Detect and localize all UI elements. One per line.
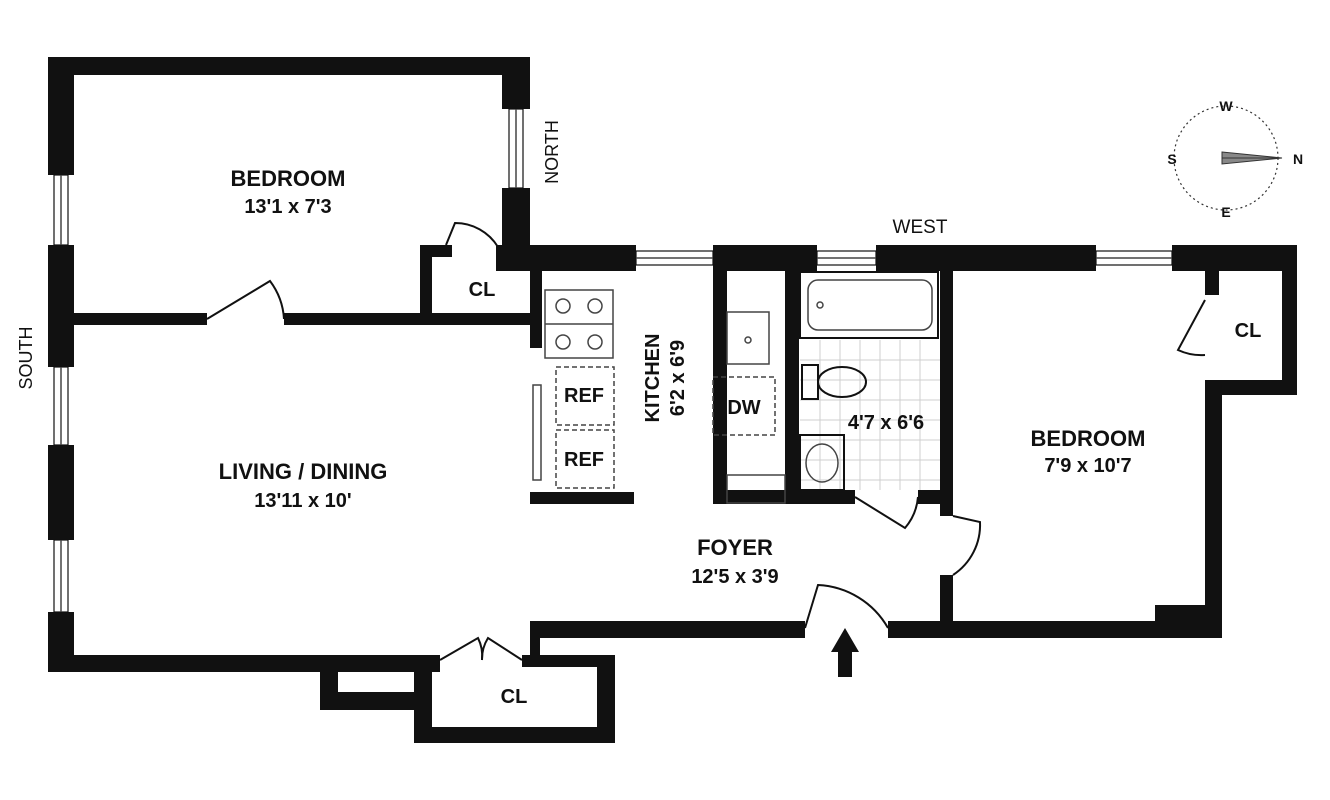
compass-e: E [1221,204,1230,220]
compass-s: S [1167,151,1176,167]
closet-top-label: CL [469,279,496,301]
bathroom [799,271,940,491]
compass-n: N [1293,151,1303,167]
windows [53,108,1173,613]
kitchen-name: KITCHEN [642,334,664,423]
entrance-arrow-icon [831,628,859,677]
direction-west: WEST [893,217,948,238]
compass-icon [1173,105,1283,211]
kitchen-dims: 6'2 x 6'9 [667,340,689,416]
direction-south: SOUTH [16,327,36,390]
direction-north: NORTH [542,120,562,184]
dw-label: DW [727,397,760,419]
ref-label-2: REF [564,449,604,471]
living-dims: 13'11 x 10' [254,490,351,512]
foyer-dims: 12'5 x 3'9 [691,566,778,588]
bath-dims: 4'7 x 6'6 [848,412,924,434]
bedroom-east-name: BEDROOM [1031,426,1146,451]
doors [206,221,1206,661]
closet-bottom-label: CL [501,686,528,708]
bedroom-east-dims: 7'9 x 10'7 [1044,455,1131,477]
bedroom-north-name: BEDROOM [231,166,346,191]
living-name: LIVING / DINING [219,459,388,484]
bedroom-north-dims: 13'1 x 7'3 [244,196,331,218]
ref-label-1: REF [564,385,604,407]
compass-w: W [1219,98,1233,114]
walls [48,57,1297,743]
foyer-name: FOYER [697,535,773,560]
kitchen-fixtures [532,289,786,504]
tile-grid [800,340,940,490]
closet-right-label: CL [1235,320,1262,342]
